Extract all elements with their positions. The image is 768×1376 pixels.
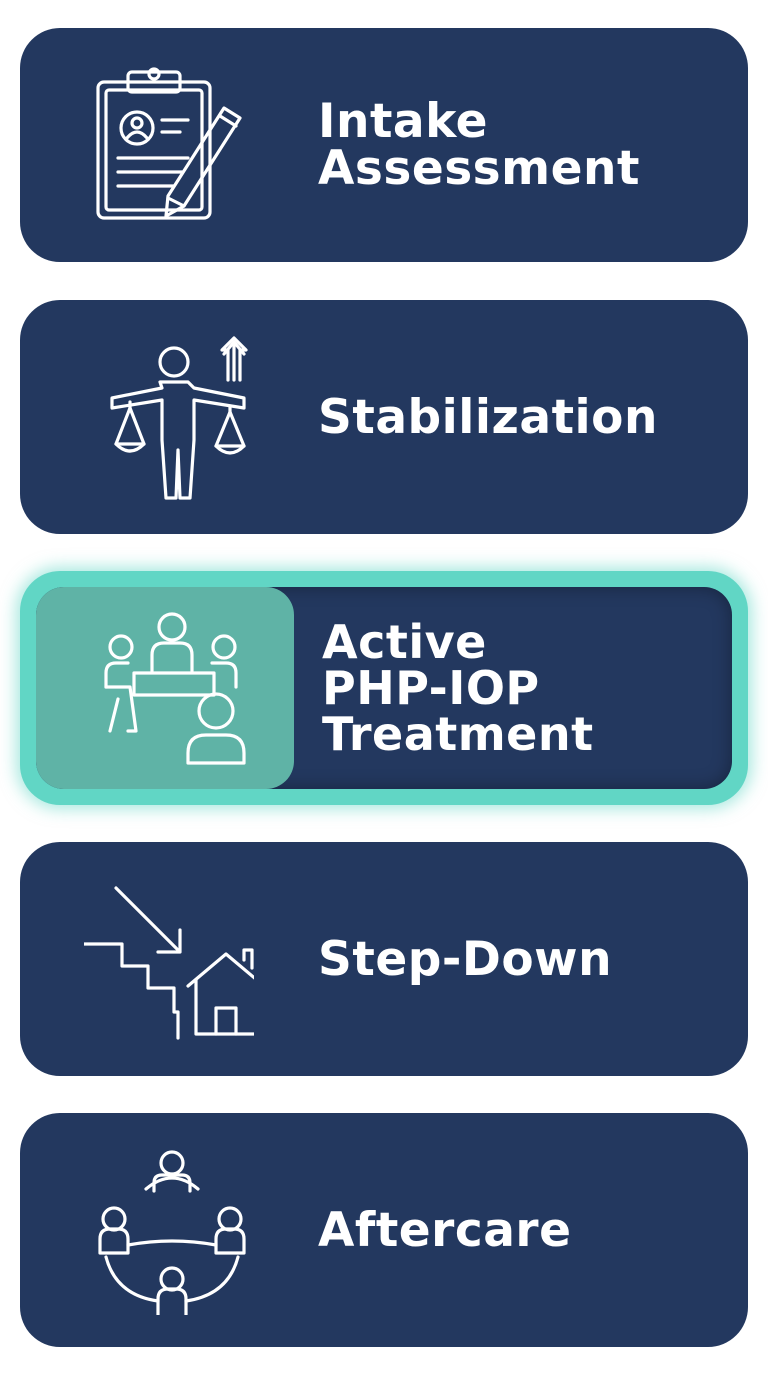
community-circle-icon — [84, 1145, 254, 1315]
step-label-line: Intake — [318, 94, 489, 149]
step-label: Intake Assessment — [318, 28, 640, 262]
card-inner: Stabilization — [20, 300, 748, 534]
group-therapy-icon — [36, 587, 294, 789]
step-card-step-down[interactable]: Step-Down — [20, 842, 748, 1076]
step-card-intake-assessment[interactable]: Intake Assessment — [20, 28, 748, 262]
step-label-line: Stabilization — [318, 389, 658, 445]
person-balance-scale-icon — [84, 332, 254, 502]
step-label: Active PHP-IOP Treatment — [322, 587, 594, 789]
step-label: Step-Down — [318, 842, 612, 1076]
clipboard-pencil-icon — [84, 60, 254, 230]
step-label-line: Aftercare — [318, 1202, 572, 1258]
step-label-line: Assessment — [318, 141, 640, 196]
card-inner: Active PHP-IOP Treatment — [36, 587, 732, 789]
step-label: Stabilization — [318, 300, 658, 534]
card-inner: Aftercare — [20, 1113, 748, 1347]
card-inner: Intake Assessment — [20, 28, 748, 262]
step-label-line: Step-Down — [318, 931, 613, 987]
step-card-active-php-iop-treatment[interactable]: Active PHP-IOP Treatment — [20, 571, 748, 805]
step-label: Aftercare — [318, 1113, 571, 1347]
step-label-line: Treatment — [322, 707, 594, 761]
step-card-aftercare[interactable]: Aftercare — [20, 1113, 748, 1347]
step-card-stabilization[interactable]: Stabilization — [20, 300, 748, 534]
stairs-down-home-icon — [84, 874, 254, 1044]
card-inner: Step-Down — [20, 842, 748, 1076]
step-label-line: Active — [322, 615, 487, 669]
step-label-line: PHP-IOP — [322, 661, 540, 715]
